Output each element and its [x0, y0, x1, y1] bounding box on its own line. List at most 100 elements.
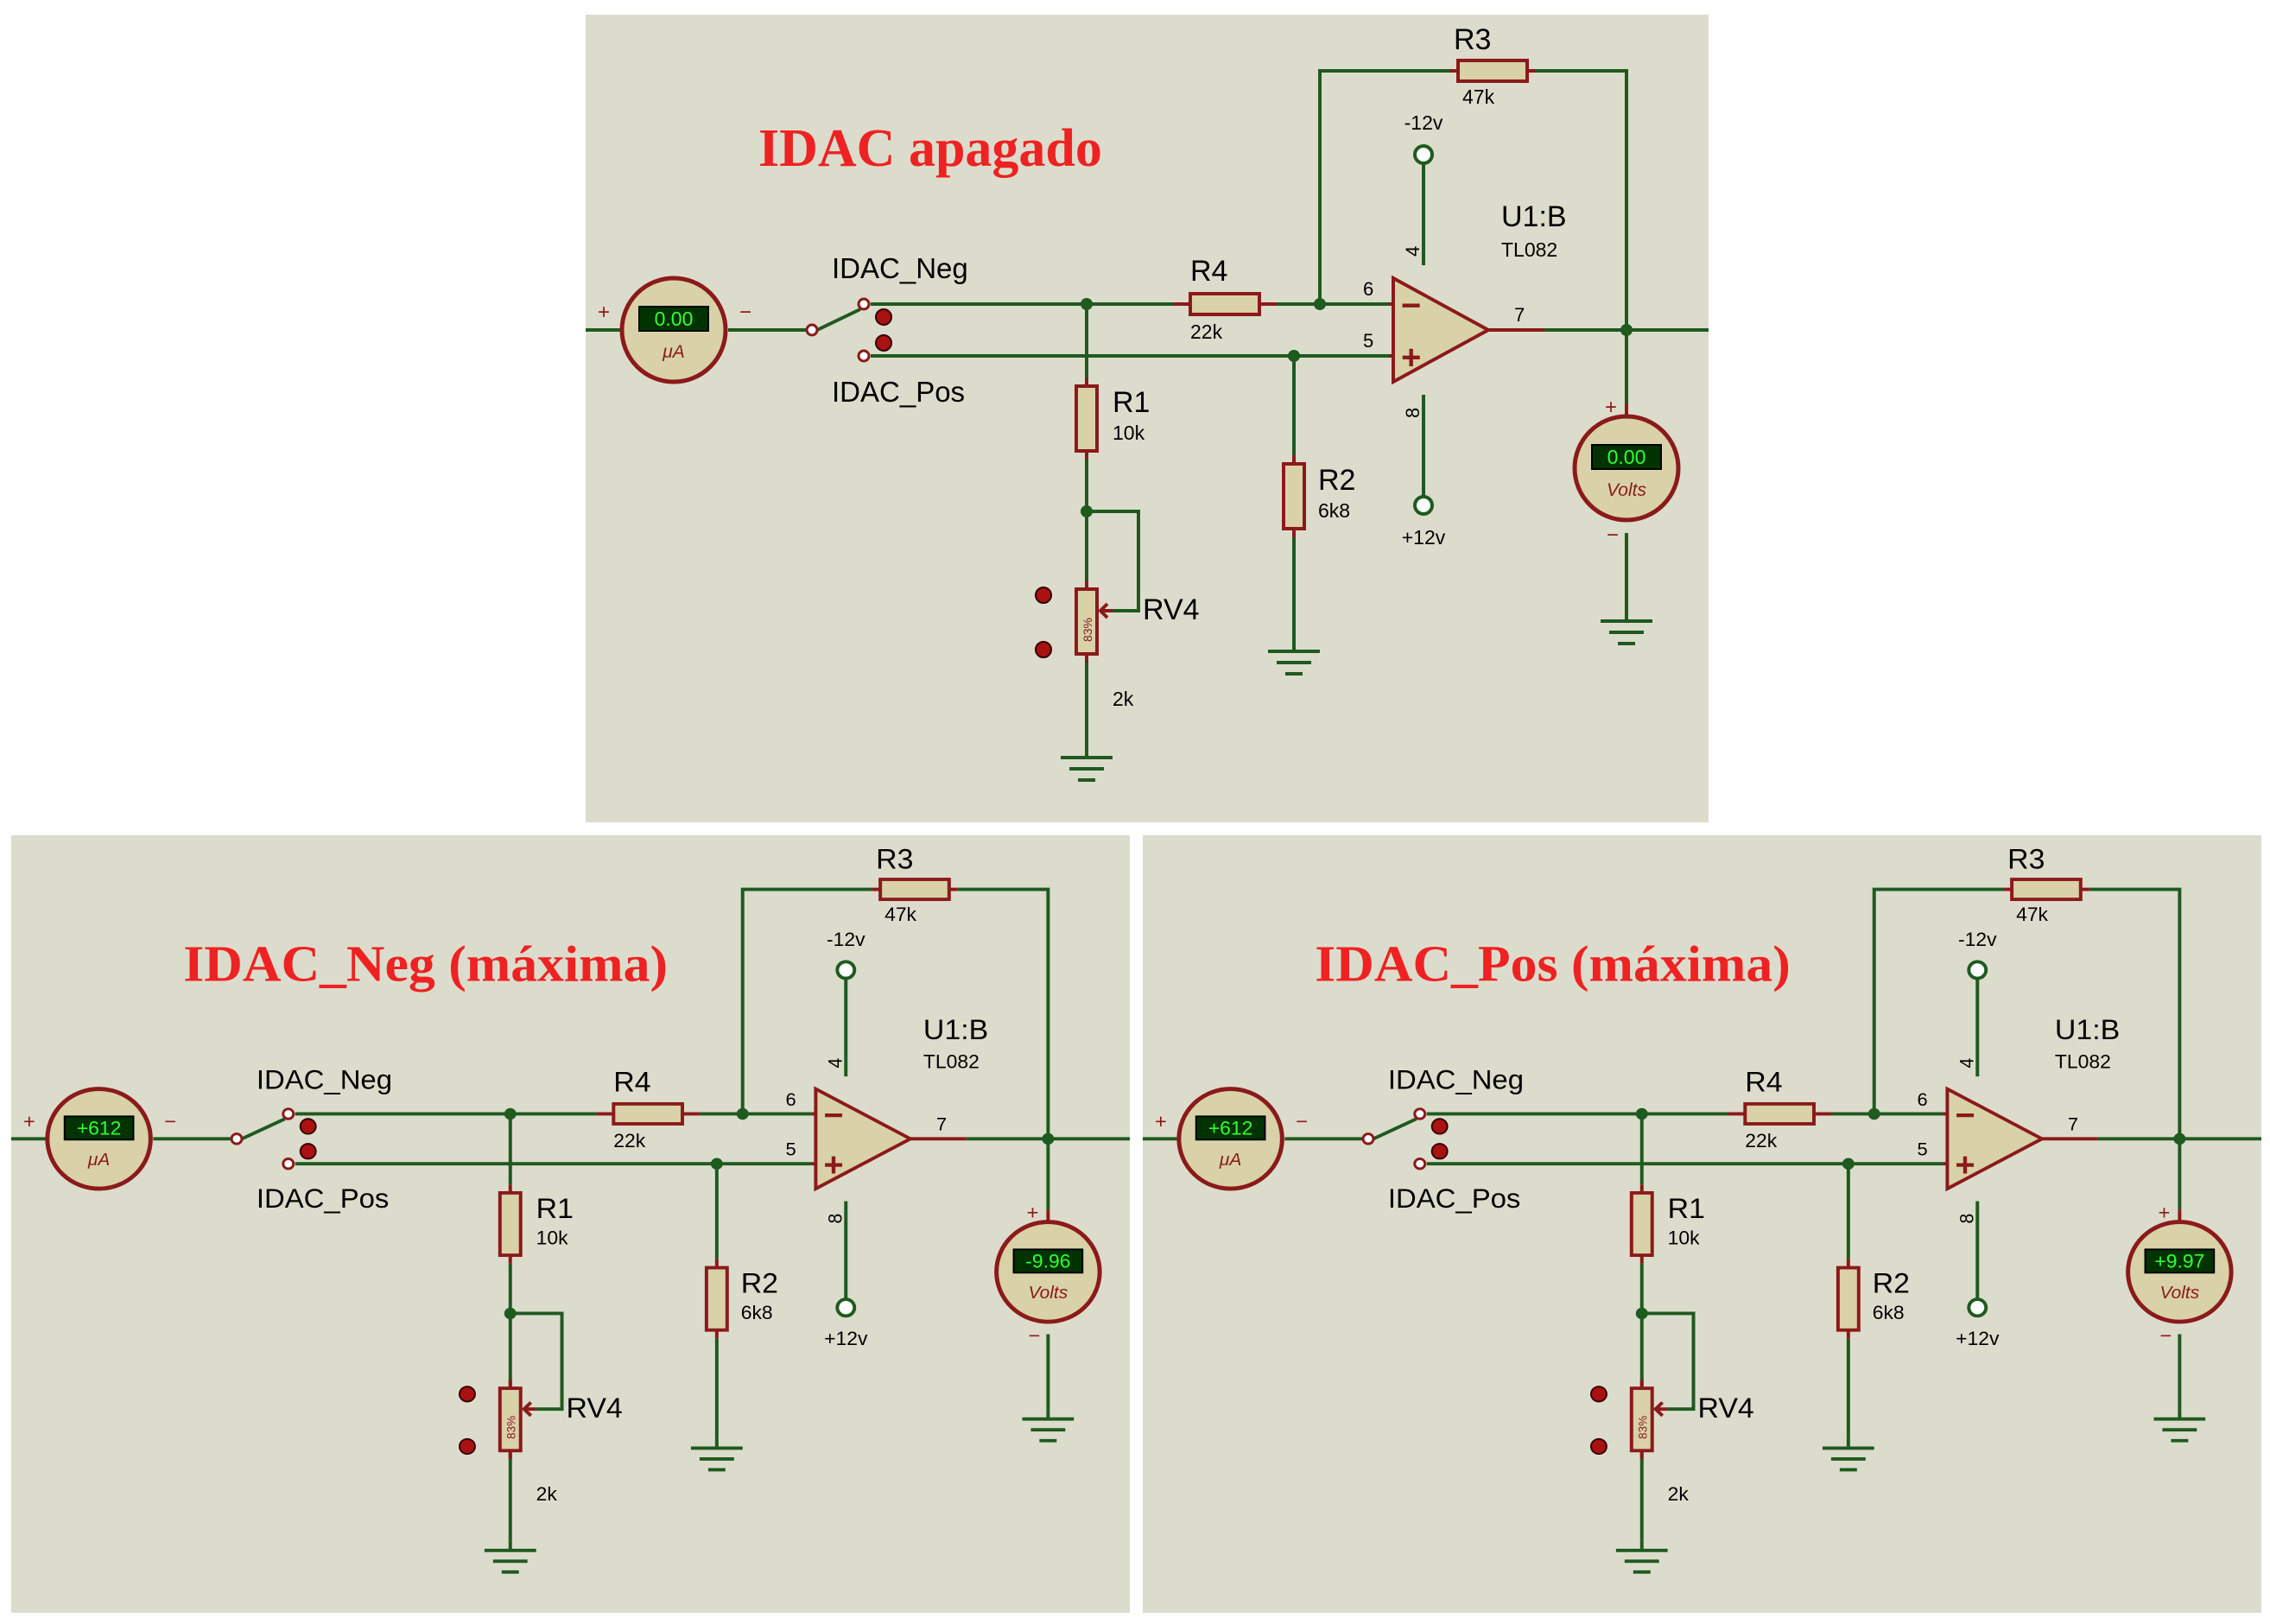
rv4-percent: 83% [505, 1416, 518, 1439]
switch-marker-icon [1430, 1118, 1449, 1135]
rv4-body [498, 1386, 523, 1453]
vpos-terminal [1413, 495, 1434, 516]
r1-value: 10k [1113, 422, 1145, 444]
opamp-plus-symbol: + [823, 1147, 843, 1183]
switch-marker-icon [299, 1118, 317, 1135]
opamp-u1b: − + 6 5 7 4 8 U1:B TL082 [786, 1014, 989, 1223]
switch-neg-contact [282, 1107, 295, 1120]
rv4-decrement-icon[interactable] [459, 1437, 476, 1456]
vpos-label: +12v [1956, 1328, 2000, 1349]
rv4-increment-icon[interactable] [459, 1386, 476, 1403]
rv4-decrement-icon[interactable] [1590, 1437, 1607, 1456]
potentiometer-rv4[interactable]: 83% RV4 2k [459, 1380, 623, 1505]
voltmeter: -9.96 Volts + − [994, 1202, 1102, 1348]
panel-title: IDAC_Neg (máxima) [183, 936, 668, 993]
junction-node [1314, 298, 1326, 310]
switch-neg-label: IDAC_Neg [1388, 1064, 1524, 1094]
r3-body [2010, 878, 2083, 902]
feedback-right-wire [1536, 69, 1628, 330]
r2-value: 6k8 [1318, 499, 1350, 522]
vpos-terminal [1967, 1297, 1988, 1318]
r3-name: R3 [876, 844, 913, 875]
switch-neg-label: IDAC_Neg [257, 1064, 392, 1094]
vneg-terminal [1967, 960, 1988, 980]
rv4-tap-wire [1641, 1311, 1696, 1411]
ammeter-plus-sign: + [598, 301, 610, 324]
ground-icon [690, 1437, 743, 1472]
switch-marker-icon [875, 334, 892, 352]
r2-body [1836, 1266, 1861, 1332]
switch-common-contact [230, 1132, 244, 1145]
opamp-plus-symbol: + [1955, 1147, 1975, 1183]
opamp-pin-out: 7 [2068, 1114, 2078, 1135]
ground-icon [1022, 1409, 1075, 1443]
switch-pos-label: IDAC_Pos [1388, 1183, 1520, 1214]
rv4-tap-wire [1087, 510, 1140, 612]
voltmeter-minus-sign: − [1028, 1325, 1040, 1348]
junction-node [1635, 1107, 1648, 1120]
opamp-pin-out: 7 [936, 1114, 947, 1135]
spdt-switch[interactable]: IDAC_Neg IDAC_Pos [230, 1064, 392, 1214]
ground-icon [1268, 641, 1320, 676]
rv4-wiper-arrow-icon [1652, 1401, 1668, 1418]
voltmeter-value: +9.97 [2154, 1251, 2204, 1272]
r4-body [612, 1101, 684, 1126]
resistor-r2: R2 6k8 [704, 1259, 778, 1339]
r1-body [1629, 1190, 1654, 1258]
potentiometer-rv4[interactable]: 83% RV4 2k [1590, 1380, 1754, 1505]
ammeter-value: 0.00 [655, 308, 694, 330]
ground-icon [1615, 1540, 1668, 1574]
voltmeter-display [1591, 444, 1662, 470]
spdt-switch[interactable]: IDAC_Neg IDAC_Pos [805, 252, 968, 408]
resistor-r2: R2 6k8 [1836, 1259, 1910, 1339]
ground-icon [484, 1540, 536, 1574]
opamp-pin-inv: 6 [1918, 1089, 1928, 1110]
voltmeter-plus-sign: + [1026, 1202, 1038, 1224]
junction-node [2173, 1132, 2186, 1145]
resistor-r3: R3 47k [2003, 844, 2089, 925]
rv4-decrement-icon[interactable] [1035, 641, 1052, 658]
opamp-pin-out: 7 [1514, 304, 1525, 326]
junction-node [1081, 298, 1093, 310]
switch-pos-contact [857, 349, 871, 363]
rv4-increment-icon[interactable] [1590, 1386, 1607, 1403]
resistor-r3: R3 47k [872, 844, 958, 925]
switch-neg-label: IDAC_Neg [832, 252, 968, 284]
opamp-pin-noninv: 5 [1363, 330, 1373, 352]
r2-value: 6k8 [1873, 1303, 1905, 1324]
rv4-tap-wire [510, 1311, 564, 1411]
opamp-pin-vpos: 8 [825, 1214, 846, 1224]
spdt-switch[interactable]: IDAC_Neg IDAC_Pos [1361, 1064, 1524, 1214]
resistor-r4: R4 22k [1173, 255, 1277, 343]
vneg-terminal [835, 960, 857, 980]
opamp-part: TL082 [923, 1051, 980, 1073]
rv4-value: 2k [1113, 688, 1134, 710]
rv4-increment-icon[interactable] [1035, 587, 1052, 604]
opamp-u1b: − + 6 5 7 4 8 U1:B TL082 [1363, 200, 1567, 418]
opamp-name: U1:B [2055, 1014, 2120, 1045]
opamp-pin-vneg: 4 [1402, 246, 1424, 257]
rv4-name: RV4 [1143, 593, 1200, 626]
ammeter-minus-sign: − [164, 1110, 176, 1132]
potentiometer-rv4[interactable]: 83% RV4 2k [1035, 580, 1200, 710]
ground-icon [1822, 1437, 1874, 1472]
voltmeter-unit: Volts [2160, 1283, 2200, 1303]
voltmeter-unit: Volts [1029, 1283, 1068, 1303]
opamp-body [1392, 275, 1493, 385]
junction-node [1620, 324, 1633, 336]
r2-name: R2 [1318, 464, 1355, 497]
r2-name: R2 [1873, 1268, 1910, 1299]
switch-common-contact [805, 323, 819, 337]
r1-name: R1 [1113, 386, 1150, 419]
rv4-percent: 83% [1081, 618, 1094, 642]
rv4-percent: 83% [1637, 1416, 1650, 1439]
junction-node [1288, 350, 1300, 362]
resistor-r2: R2 6k8 [1282, 455, 1355, 537]
r2-name: R2 [741, 1268, 778, 1299]
opamp-part: TL082 [1501, 238, 1557, 261]
ammeter-unit: μA [1219, 1150, 1241, 1170]
voltmeter-value: -9.96 [1025, 1251, 1070, 1272]
resistor-r3: R3 47k [1449, 23, 1536, 108]
ammeter-unit: μA [87, 1150, 110, 1170]
opamp-name: U1:B [923, 1014, 988, 1045]
